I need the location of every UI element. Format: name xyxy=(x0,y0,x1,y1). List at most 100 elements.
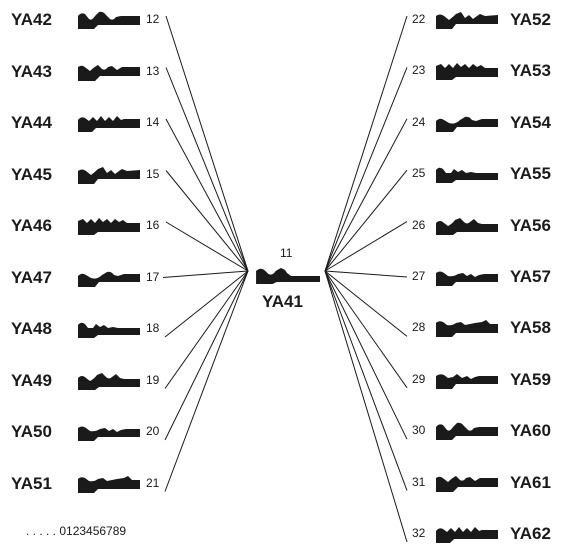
key-shape xyxy=(436,63,498,81)
key-number: 17 xyxy=(146,269,160,284)
key-label: YA44 xyxy=(11,113,52,132)
key-number: 24 xyxy=(412,114,426,129)
key-shape xyxy=(436,271,498,286)
center-key-number: 11 xyxy=(280,246,293,260)
key-icon xyxy=(76,371,140,391)
connector-line xyxy=(164,270,249,441)
key-shape xyxy=(78,218,140,235)
key-shape xyxy=(436,373,498,389)
key-shape xyxy=(78,322,140,338)
key-shape xyxy=(436,116,498,132)
key-icon xyxy=(434,473,498,493)
connector-line xyxy=(324,169,408,272)
key-icon xyxy=(434,61,498,81)
key-icon xyxy=(76,319,140,339)
connector-line xyxy=(165,118,249,272)
key-icon xyxy=(434,421,498,441)
key-icon xyxy=(434,370,498,390)
key-shape xyxy=(436,167,498,184)
connector-line xyxy=(324,15,408,272)
key-icon xyxy=(434,113,498,133)
key-shape xyxy=(436,320,498,338)
key-label: YA46 xyxy=(11,216,52,235)
connector-line xyxy=(165,15,249,272)
key-number: 28 xyxy=(412,320,426,335)
connector-line xyxy=(162,270,249,278)
key-icon xyxy=(434,10,498,30)
connector-line xyxy=(324,270,408,278)
connector-line xyxy=(324,270,408,440)
key-shape xyxy=(436,12,498,29)
connector-line xyxy=(324,118,408,272)
key-icon xyxy=(76,62,140,82)
connector-line xyxy=(164,270,249,389)
key-shape xyxy=(78,166,140,184)
connector-line xyxy=(324,270,408,491)
key-label: YA54 xyxy=(510,112,551,132)
key-number: 26 xyxy=(412,217,426,232)
key-number: 20 xyxy=(146,424,160,438)
key-number: 16 xyxy=(146,218,160,232)
key-label: YA61 xyxy=(510,472,551,492)
connector-line xyxy=(324,270,408,389)
connector-line xyxy=(324,270,408,337)
key-shape xyxy=(78,64,140,81)
key-number: 13 xyxy=(146,63,160,78)
key-number: 27 xyxy=(412,269,426,283)
center-key-shape xyxy=(256,268,320,284)
connector-line xyxy=(165,170,249,272)
connector-line xyxy=(324,221,408,272)
key-label: YA49 xyxy=(11,370,52,390)
center-key-label: YA41 xyxy=(262,292,303,311)
key-shape xyxy=(78,426,140,441)
key-label: YA50 xyxy=(11,422,52,441)
center-key-icon xyxy=(254,265,320,285)
key-number: 19 xyxy=(146,372,160,387)
key-label: YA48 xyxy=(11,319,52,338)
key-shape xyxy=(78,271,140,287)
key-icon xyxy=(434,318,498,338)
key-label: YA55 xyxy=(510,164,551,184)
key-shape xyxy=(436,527,498,543)
key-shape xyxy=(78,11,140,30)
key-icon xyxy=(76,474,140,494)
key-number: 15 xyxy=(146,166,160,181)
key-number: 29 xyxy=(412,371,426,386)
key-label: YA58 xyxy=(510,318,551,338)
key-shape xyxy=(436,217,498,235)
key-number: 25 xyxy=(412,166,426,181)
key-label: YA47 xyxy=(11,267,52,287)
key-label: YA51 xyxy=(11,473,52,493)
key-number: 30 xyxy=(412,423,426,438)
connector-line xyxy=(165,67,249,272)
key-icon xyxy=(76,10,140,30)
connector-line xyxy=(324,67,408,272)
key-label: YA53 xyxy=(510,61,551,81)
connector-line xyxy=(165,221,249,272)
connector-line xyxy=(324,270,408,542)
legend-text: . . . . . 0123456789 xyxy=(26,524,127,538)
key-shape xyxy=(78,116,140,132)
connector-line xyxy=(164,270,249,338)
key-icon xyxy=(76,165,140,185)
key-icon xyxy=(434,216,498,236)
key-icon xyxy=(76,113,140,133)
key-label: YA60 xyxy=(510,421,551,441)
key-number: 23 xyxy=(412,63,426,78)
key-shape xyxy=(436,475,498,492)
key-number: 14 xyxy=(146,115,160,129)
key-shape xyxy=(78,475,140,493)
key-number: 21 xyxy=(146,475,160,490)
key-shape xyxy=(78,372,140,390)
key-label: YA62 xyxy=(510,524,551,543)
key-label: YA57 xyxy=(510,267,551,286)
connector-line xyxy=(164,270,249,492)
key-icon xyxy=(76,216,140,236)
key-icon xyxy=(434,524,498,544)
key-number: 12 xyxy=(146,12,160,26)
key-number: 18 xyxy=(146,321,160,335)
key-icon xyxy=(76,268,140,288)
key-shape xyxy=(436,422,498,441)
